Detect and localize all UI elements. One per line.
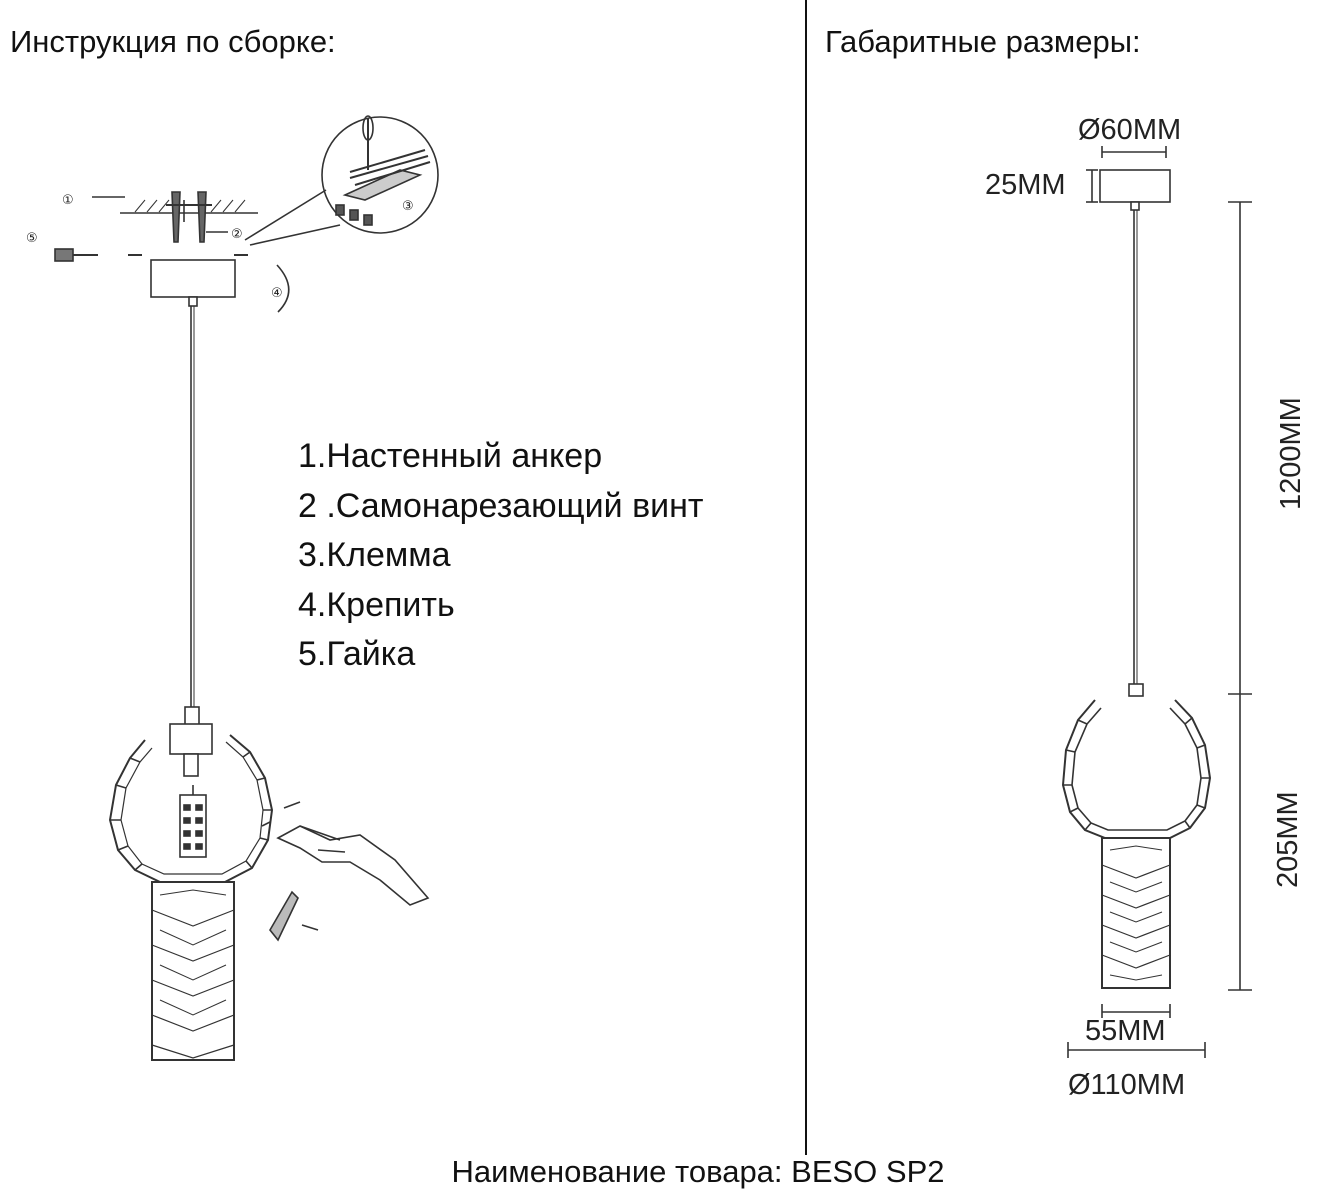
shade-height-label: 205MM: [1272, 791, 1304, 888]
callout-5: ⑤: [26, 231, 38, 246]
part-item-1: 1.Настенный анкер: [298, 437, 603, 475]
part-item-4: 4.Крепить: [298, 585, 455, 624]
screwdriver-icon: [362, 115, 374, 170]
crystal-tube: [151, 881, 235, 1061]
product-name: Наименование товара: BESO SP2: [451, 1154, 945, 1189]
ring-holder: [169, 723, 213, 755]
ceiling-hatch: [134, 199, 246, 213]
dim-canopy: [1099, 169, 1171, 203]
socket-stem: [183, 753, 199, 777]
callout-3: ③: [402, 199, 414, 214]
led-module-icon: [179, 785, 207, 858]
zoom-leader-2: [249, 224, 341, 246]
terminal-block-icon: [335, 149, 431, 226]
canopy-grip: [188, 296, 198, 307]
assembly-heading: Инструкция по сборке:: [10, 24, 336, 59]
callout-4: ④: [271, 286, 283, 301]
tube-width-label: 55MM: [1085, 1015, 1166, 1047]
ring-diameter-label: Ø110MM: [1068, 1069, 1185, 1101]
dimensions-drawing: Ø60MM 25MM 1200MM 205MM 55MM Ø110MM: [985, 114, 1307, 1101]
nut-icon: [54, 248, 98, 262]
callout-2: ②: [231, 227, 243, 242]
assembly-drawing: ① ② ③ ④ ⑤: [26, 115, 439, 1061]
callout-1: ①: [62, 193, 74, 208]
canopy-diameter-label: Ø60MM: [1078, 114, 1181, 146]
terminal-zoom-circle: [321, 116, 439, 234]
crystal-piece-icon: [269, 890, 319, 942]
pliers-icon: [261, 801, 430, 906]
cable-length-label: 1200MM: [1275, 397, 1307, 510]
canopy-height-label: 25MM: [985, 169, 1066, 201]
dim-crystal-tube: [1101, 837, 1171, 989]
rotate-arrow-icon: [276, 264, 290, 313]
parts-list: 1.Настенный анкер 2 .Самонарезающий винт…: [298, 432, 704, 680]
column-divider: [805, 0, 807, 1155]
part-item-2: 2 .Самонарезающий винт: [298, 486, 704, 525]
dim-crystal-ring: [1061, 699, 1212, 839]
wall-anchor-icon: [166, 191, 212, 243]
zoom-leader: [244, 189, 327, 241]
part-item-5: 5.Гайка: [298, 635, 416, 673]
dimensions-heading: Габаритные размеры:: [825, 24, 1141, 59]
part-item-3: 3.Клемма: [298, 536, 451, 574]
